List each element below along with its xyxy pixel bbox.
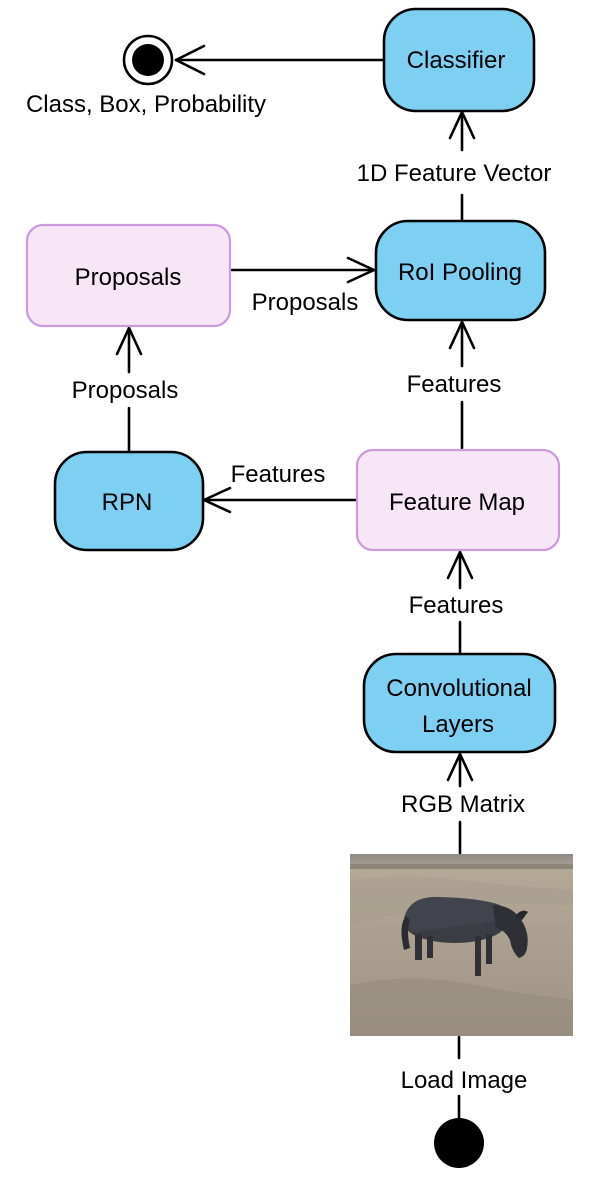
edge-label-load-image: Load Image — [401, 1067, 528, 1094]
roi-pooling-label: RoI Pooling — [398, 259, 522, 286]
edge-label-rgb-matrix: RGB Matrix — [401, 791, 525, 818]
wildebeest-hump — [404, 896, 505, 932]
convolutional-layers-label-line2: Layers — [422, 711, 494, 738]
photo-sky — [350, 854, 573, 866]
photo-horizon — [350, 864, 573, 870]
wildebeest-tail — [401, 916, 410, 950]
edge-fmap-to-roi: Features — [407, 320, 502, 450]
edge-roi-to-classifier: 1D Feature Vector — [357, 110, 552, 221]
edge-fmap-to-rpn: Features — [202, 461, 358, 514]
wildebeest-horn — [515, 910, 528, 920]
edge-rpn-to-proposals: Proposals — [72, 326, 179, 452]
final-node-label: Class, Box, Probability — [26, 91, 266, 118]
convolutional-layers-box — [362, 652, 557, 754]
open-arrow-icon — [115, 326, 143, 356]
open-arrow-icon — [448, 320, 476, 350]
classifier-node: Classifier — [382, 7, 536, 113]
edge-label-features-to-fmap: Features — [409, 592, 504, 619]
wildebeest-leg — [415, 934, 422, 960]
edge-image-to-conv: RGB Matrix — [401, 752, 525, 855]
feature-map-label: Feature Map — [389, 489, 525, 516]
classifier-box — [382, 7, 536, 113]
edge-proposals-to-roi: Proposals — [230, 256, 376, 316]
edge-initial-to-image: Load Image — [401, 1035, 528, 1120]
rpn-node: RPN — [53, 450, 205, 552]
edge-conv-to-fmap: Features — [409, 550, 504, 654]
open-arrow-icon — [346, 256, 376, 284]
convolutional-layers-label-line1: Convolutional — [386, 675, 531, 702]
wildebeest-leg — [486, 934, 492, 964]
open-arrow-icon — [446, 752, 474, 782]
roi-pooling-node: RoI Pooling — [374, 219, 547, 322]
edge-label-1d-feature-vector: 1D Feature Vector — [357, 160, 552, 187]
rpn-label: RPN — [102, 489, 153, 516]
wildebeest-leg — [427, 936, 433, 958]
photo-ground-patch — [350, 978, 573, 1036]
final-node-inner-dot — [132, 44, 164, 76]
rpn-box — [53, 450, 205, 552]
wildebeest-photo — [350, 854, 573, 1036]
classifier-label: Classifier — [407, 47, 506, 74]
final-node: Class, Box, Probability — [26, 34, 266, 118]
wildebeest-leg — [475, 936, 481, 976]
edge-label-features-to-rpn: Features — [231, 461, 326, 488]
edge-classifier-to-final — [174, 44, 385, 76]
edge-label-proposals-vertical: Proposals — [72, 377, 179, 404]
roi-pooling-box — [374, 219, 547, 322]
proposals-box — [25, 223, 232, 328]
convolutional-layers-node: Convolutional Layers — [362, 652, 557, 754]
open-arrow-icon — [174, 44, 206, 76]
open-arrow-icon — [446, 550, 474, 580]
edge-label-proposals-horizontal: Proposals — [252, 289, 359, 316]
proposals-node: Proposals — [25, 223, 232, 328]
initial-node — [434, 1118, 484, 1168]
feature-map-node: Feature Map — [355, 448, 561, 552]
wildebeest-silhouette — [401, 896, 528, 976]
edge-label-features-to-roi: Features — [407, 371, 502, 398]
feature-map-box — [355, 448, 561, 552]
proposals-label: Proposals — [75, 264, 182, 291]
